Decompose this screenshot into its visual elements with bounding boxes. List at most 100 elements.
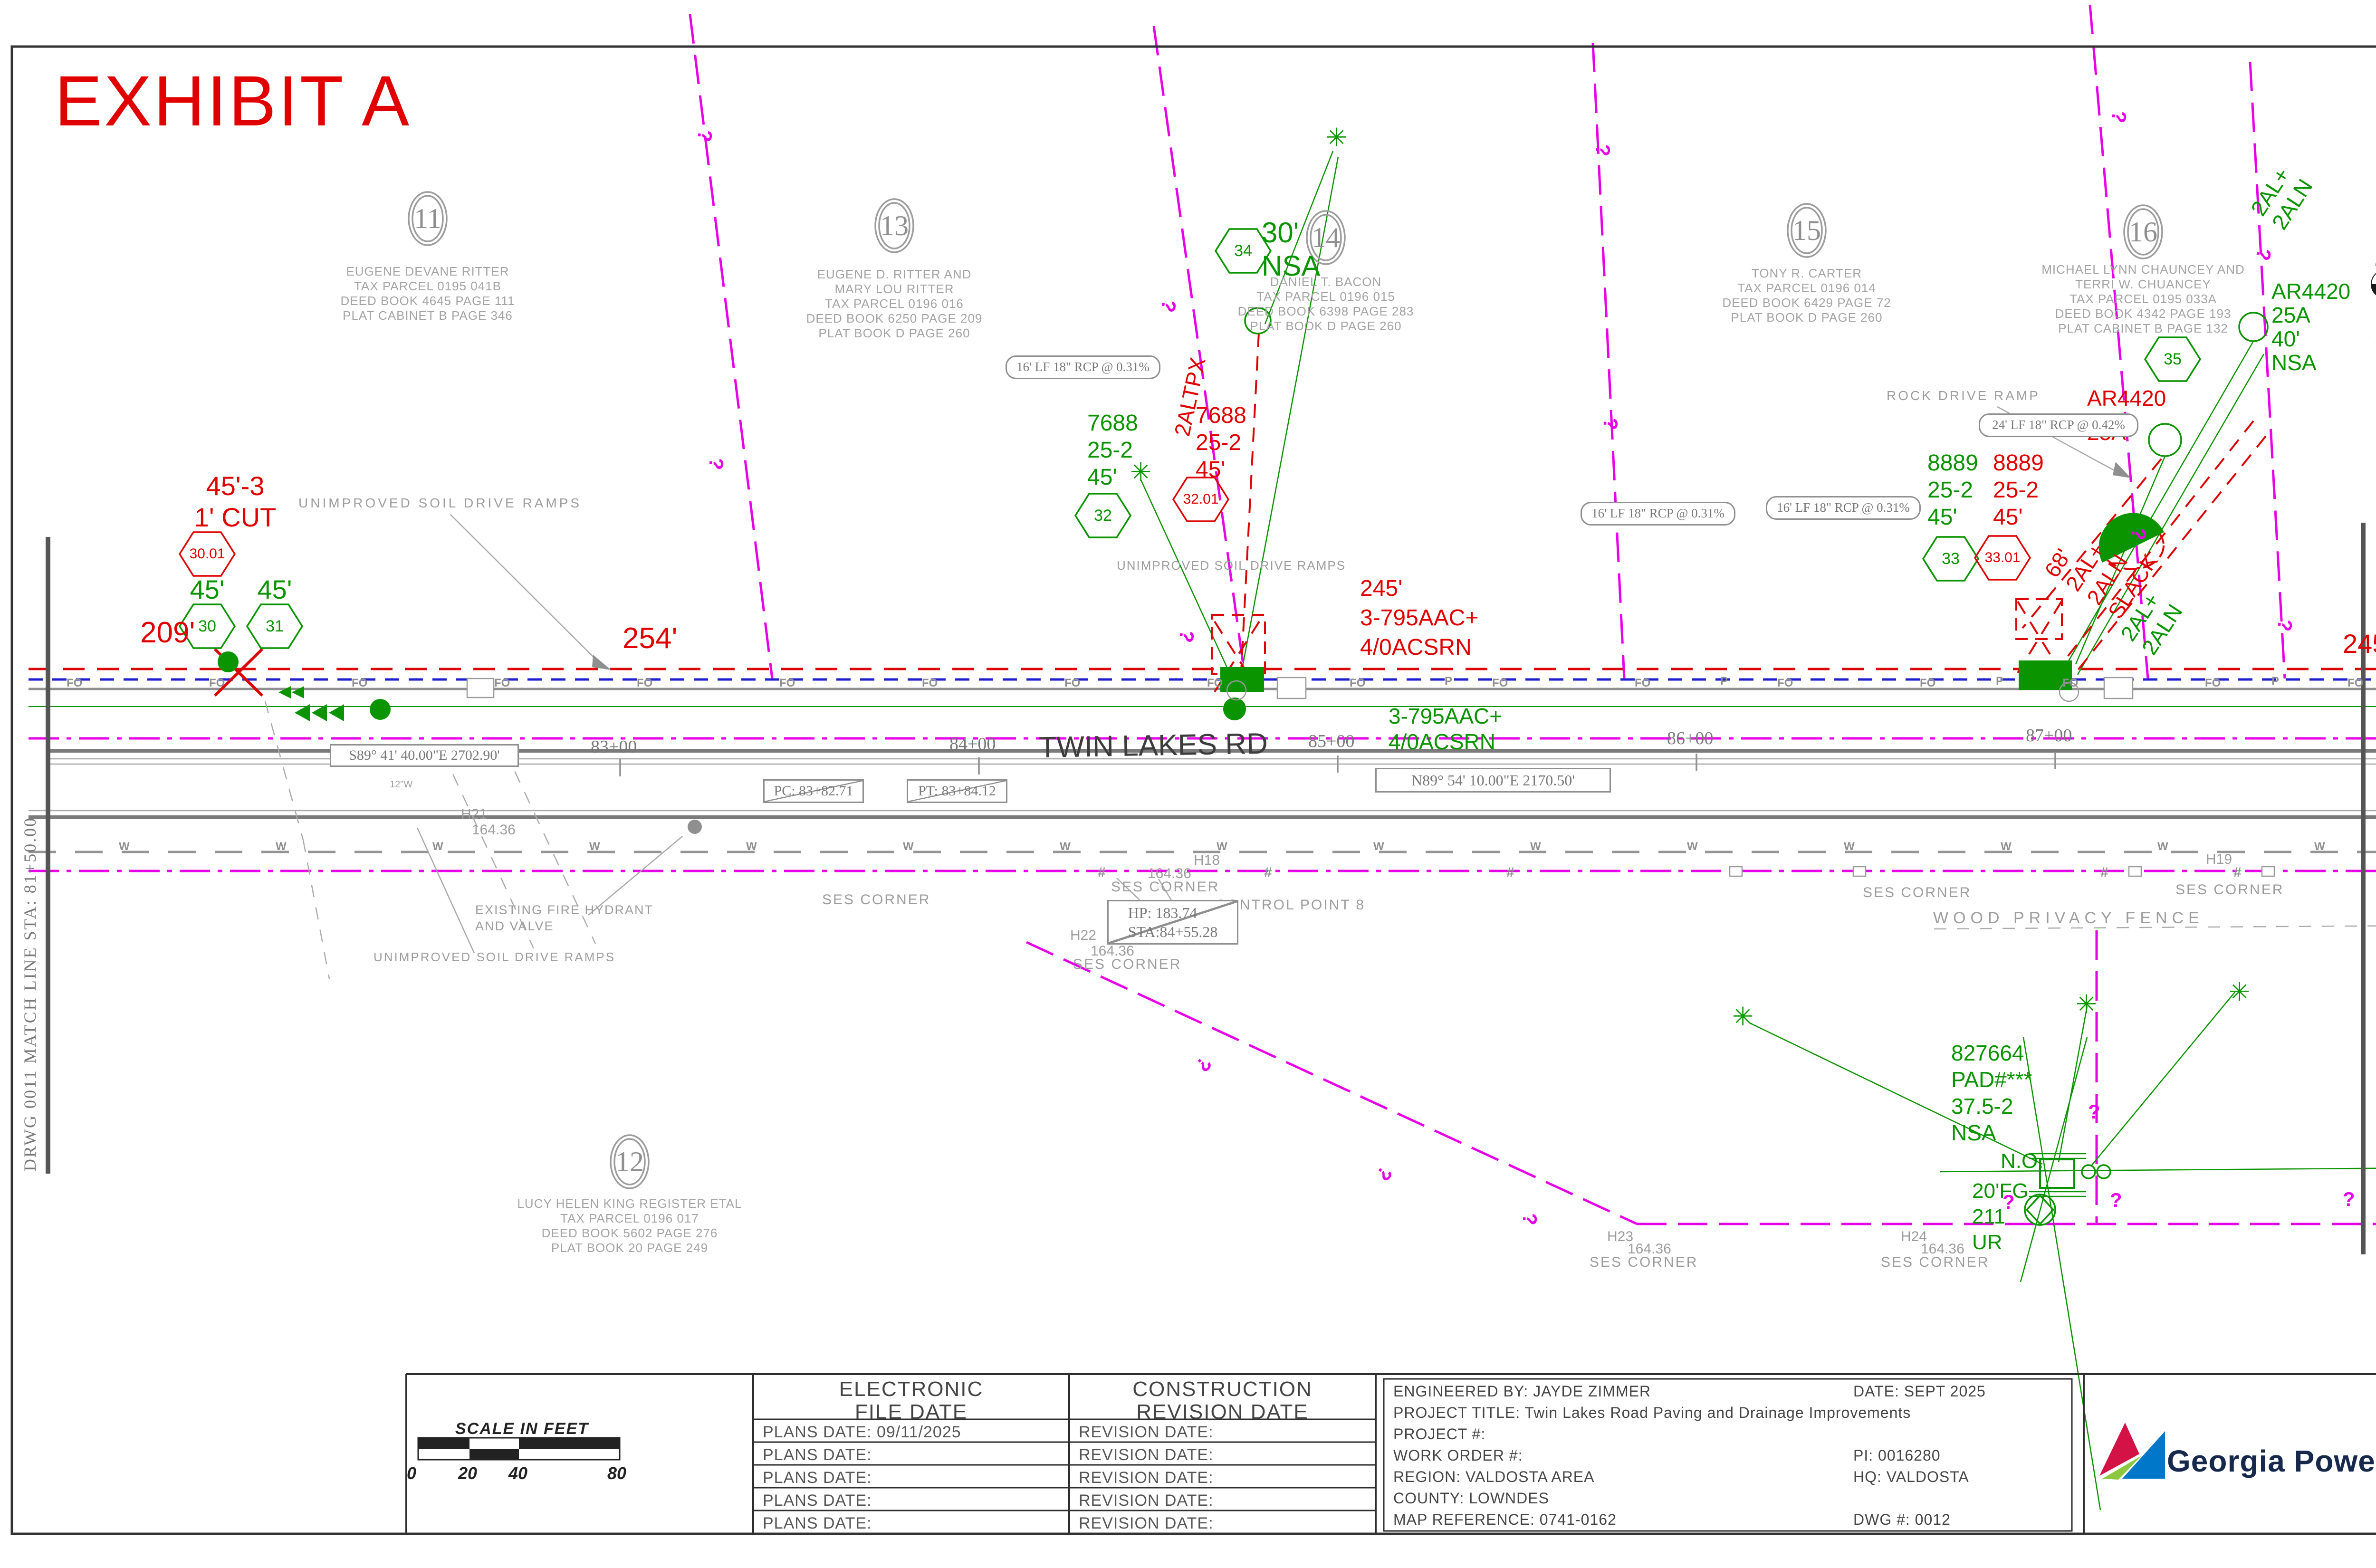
line-gn2-34 bbox=[1939, 1167, 2376, 1173]
power-line-marker-0: P bbox=[1445, 675, 1453, 688]
fiber-optic-marker-6: FO bbox=[922, 677, 938, 689]
circle-gdot-4 bbox=[370, 699, 391, 720]
poly-gyfp-6 bbox=[2113, 462, 2131, 478]
label-h23-corner: SES CORNER bbox=[1590, 1254, 1698, 1270]
callout-7688-green: 7688 25-2 45' bbox=[1087, 411, 1138, 490]
circle-grg-0 bbox=[1244, 307, 1272, 335]
hatch-marker-3: # bbox=[2100, 865, 2108, 880]
callout-20fg: 20'FG 211 UR bbox=[1972, 1179, 2029, 1254]
parcel-circle-inner-13 bbox=[878, 202, 910, 249]
plans-date-row-2: PLANS DATE: bbox=[763, 1469, 872, 1487]
hex-callout-label-30.01: 30.01 bbox=[189, 546, 225, 562]
pipe-label-1: 16' LF 18" RCP @ 0.31% bbox=[1006, 355, 1160, 379]
parcel-circle-outer-12 bbox=[610, 1134, 650, 1189]
line-rdd-51 bbox=[2017, 601, 2062, 674]
parcel-owner-text-12: LUCY HELEN KING REGISTER ETAL TAX PARCEL… bbox=[517, 1196, 742, 1255]
water-line-marker-12: W bbox=[2001, 840, 2012, 853]
unknown-utility-mark-16: ? bbox=[2088, 1100, 2100, 1123]
line-gn2-36 bbox=[2058, 1006, 2088, 1163]
rect-blk-17 bbox=[418, 1438, 469, 1449]
label-h21-elev: 164.36 bbox=[472, 822, 516, 838]
fiber-optic-marker-11: FO bbox=[1635, 677, 1651, 689]
callout-45-b: 45' bbox=[257, 574, 292, 604]
power-line-marker-1: P bbox=[1720, 675, 1728, 688]
hex-callout-31 bbox=[246, 603, 304, 649]
parcel-circle-inner-16 bbox=[2127, 208, 2159, 256]
station-83: 83+00 bbox=[591, 737, 637, 757]
hatch-marker-1: # bbox=[1264, 865, 1272, 880]
line-rdd-44 bbox=[2075, 435, 2267, 674]
power-line-marker-3: P bbox=[2271, 675, 2280, 688]
plans-date-row-3: PLANS DATE: bbox=[763, 1492, 872, 1510]
label-h18-corner: SES CORNER bbox=[1111, 879, 1220, 895]
line-mgd-19 bbox=[1152, 26, 1246, 678]
water-line-marker-5: W bbox=[903, 840, 914, 853]
plans-date-row-0: PLANS DATE: 09/11/2025 bbox=[763, 1423, 961, 1441]
poly-gnf-1 bbox=[312, 704, 327, 721]
line-gy2-53 bbox=[416, 827, 475, 954]
rect-gs-7 bbox=[2039, 1158, 2075, 1189]
hex-callout-label-31: 31 bbox=[266, 617, 284, 635]
fiber-optic-marker-16: FO bbox=[2347, 677, 2364, 689]
line-rdd-49 bbox=[1214, 621, 1260, 693]
line-mgd-22 bbox=[2249, 61, 2286, 679]
path-gfp-0 bbox=[2098, 513, 2164, 563]
rect-gys-9 bbox=[2103, 677, 2134, 699]
parcel-circle-inner-12 bbox=[613, 1138, 646, 1186]
parcel-number-13: 13 bbox=[880, 210, 909, 241]
callout-30-nsa: 30' NSA bbox=[1262, 217, 1321, 282]
hex-callout-34 bbox=[1214, 228, 1272, 274]
label-h23: H23 bbox=[1607, 1229, 1634, 1244]
unknown-utility-mark-5: ? bbox=[1599, 417, 1622, 430]
water-line-marker-3: W bbox=[589, 840, 600, 853]
hp-station-box: HP: 183.74 STA:84+55.28 bbox=[1107, 900, 1238, 945]
label-soil-ramps-1: UNIMPROVED SOIL DRIVE RAMPS bbox=[298, 496, 582, 510]
hex-callout-label-33.01: 33.01 bbox=[1984, 550, 2021, 565]
circle-grg2-9 bbox=[2096, 1164, 2111, 1179]
hatch-marker-4: # bbox=[2233, 865, 2242, 880]
water-line-marker-14: W bbox=[2314, 840, 2325, 853]
hex-callout-label-34: 34 bbox=[1234, 242, 1252, 260]
plans-date-row-1: PLANS DATE: bbox=[763, 1446, 872, 1464]
hex-callout-33 bbox=[1922, 536, 1980, 582]
rect-bar-1 bbox=[46, 537, 50, 1174]
unknown-utility-mark-4: ? bbox=[1591, 143, 1615, 157]
parcel-circle-outer-14 bbox=[1306, 210, 1346, 265]
line-gn2-29 bbox=[2064, 341, 2254, 668]
pipe-label-4: 24' LF 18" RCP @ 0.42% bbox=[1979, 413, 2138, 437]
parcel-circle-inner-11 bbox=[412, 195, 444, 242]
label-control-point: CONTROL POINT 8 bbox=[1216, 897, 1366, 913]
parcel-circle-outer-11 bbox=[408, 191, 448, 246]
revision-date-row-2: REVISION DATE: bbox=[1079, 1469, 1214, 1487]
line-rdd-42 bbox=[1240, 332, 1260, 671]
poly-gnf-2 bbox=[329, 704, 344, 721]
bearing-north-box: N89° 54' 10.00"E 2170.50' bbox=[1375, 768, 1611, 793]
label-h22-corner: SES CORNER bbox=[1073, 956, 1182, 972]
poly-gso-11 bbox=[2025, 1194, 2055, 1225]
scale-tick-80: 80 bbox=[607, 1463, 627, 1483]
revision-date-row-0: REVISION DATE: bbox=[1079, 1423, 1214, 1441]
hex-callout-label-32: 32 bbox=[1094, 507, 1112, 525]
tree-star-symbol-1: ✳ bbox=[1130, 458, 1152, 487]
label-rock-ramp: ROCK DRIVE RAMP bbox=[1887, 388, 2040, 403]
rect-brd-0 bbox=[10, 45, 2376, 1535]
rect-gys-11 bbox=[1729, 866, 1743, 877]
parcel-number-16: 16 bbox=[2129, 216, 2157, 248]
plans-date-row-4: PLANS DATE: bbox=[763, 1514, 872, 1532]
engineer-row-right-0: DATE: SEPT 2025 bbox=[1853, 1383, 1986, 1400]
unknown-utility-mark-7: ? bbox=[2127, 526, 2151, 542]
unknown-utility-mark-8: ? bbox=[2251, 247, 2276, 262]
label-h19: H19 bbox=[2206, 851, 2232, 867]
line-gn2-26 bbox=[1240, 156, 1339, 674]
pipe-label-2: 16' LF 18" RCP @ 0.31% bbox=[1581, 502, 1735, 526]
engineer-row-left-4: REGION: VALDOSTA AREA bbox=[1393, 1468, 1595, 1485]
line-gn2-30 bbox=[2077, 354, 2265, 675]
circle-grg-2 bbox=[2148, 423, 2182, 457]
callout-8889-red: 8889 25-2 45' bbox=[1993, 450, 2044, 530]
parcel-owner-text-11: EUGENE DEVANE RITTER TAX PARCEL 0195 041… bbox=[340, 264, 515, 323]
fiber-optic-marker-14: FO bbox=[2062, 677, 2079, 689]
engineer-row-left-5: COUNTY: LOWNDES bbox=[1393, 1490, 1549, 1507]
parcel-owner-text-14: DANIEL T. BACON TAX PARCEL 0196 015 DEED… bbox=[1237, 275, 1414, 333]
